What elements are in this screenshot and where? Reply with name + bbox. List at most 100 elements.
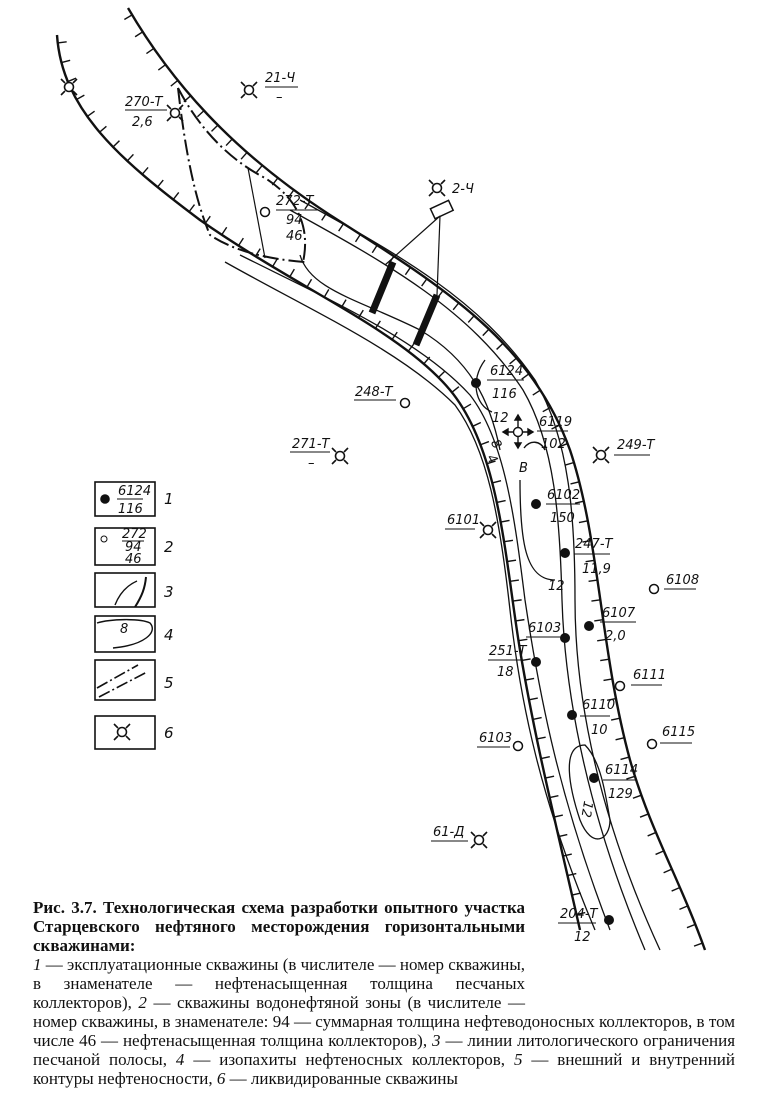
hatch-tick	[134, 31, 144, 38]
hatch-tick	[597, 638, 607, 642]
well-label: 6101	[447, 513, 480, 528]
hatch-tick	[503, 539, 514, 543]
well-value: 150	[550, 511, 575, 526]
liquidated-well-icon	[428, 179, 446, 197]
well-value: 12	[574, 930, 591, 945]
caption-title: Рис. 3.7. Технологическая схема разработ…	[33, 898, 525, 955]
well-label: 6107	[602, 606, 636, 621]
well-value: –	[308, 456, 315, 471]
legend-well-number: 272	[122, 527, 147, 542]
hatch-tick	[591, 599, 601, 602]
hatch-tick	[462, 403, 472, 410]
caption-item-text: — скважины водонефтяной зоны (в числител…	[33, 993, 735, 1050]
hatch-tick	[452, 302, 460, 311]
hatch-tick	[289, 268, 295, 278]
hatch-tick	[254, 248, 261, 257]
hatch-tick	[536, 736, 546, 740]
well-value: 11,9	[582, 562, 611, 577]
legend-number: 1	[164, 490, 174, 508]
hatch-tick	[338, 223, 345, 232]
hatch-tick	[323, 289, 330, 298]
well-label: 248-Т	[355, 385, 394, 400]
production-well-icon	[531, 657, 541, 667]
legend-total-thickness: 94	[125, 540, 142, 555]
hatch-tick	[647, 831, 657, 837]
isopach-label: 12	[548, 579, 565, 594]
hatch-tick	[553, 814, 563, 818]
hatch-tick	[472, 421, 482, 427]
hatch-tick	[157, 179, 164, 188]
caption-item-text: — внешний и внутренний контуры нефтеносн…	[33, 1050, 735, 1088]
caption-item-number: 6	[216, 1069, 226, 1088]
production-well-icon	[560, 633, 570, 643]
caption-item-number: 4	[175, 1050, 185, 1069]
liquidated-well-icon	[479, 521, 497, 539]
hatch-tick	[509, 579, 519, 582]
hatch-tick	[221, 226, 228, 236]
caption-item-number: 5	[513, 1050, 523, 1069]
hatch-tick	[211, 124, 219, 132]
well-label: 21-Ч	[265, 71, 295, 86]
hatch-tick	[528, 697, 538, 701]
hatch-tick	[567, 872, 577, 877]
well-label: 6115	[662, 725, 695, 740]
caption-item-text: — ликвидированные скважины	[225, 1069, 458, 1088]
hatch-tick	[486, 460, 496, 465]
well-value: 46	[286, 229, 303, 244]
hatch-tick	[565, 461, 575, 466]
hatch-tick	[571, 892, 581, 896]
production-well-icon	[560, 548, 570, 558]
hatch-tick	[507, 559, 517, 563]
water-oil-well-icon	[614, 680, 626, 692]
well-label: 6108	[666, 573, 699, 588]
hatch-tick	[404, 266, 412, 276]
hatch-tick	[663, 868, 673, 874]
hatch-tick	[141, 166, 149, 175]
inner-oil-contour	[177, 87, 307, 263]
hatch-tick	[620, 756, 630, 761]
hatch-tick	[287, 189, 295, 198]
lithological-boundary-right	[126, 7, 707, 951]
legend-number: 2	[164, 538, 174, 556]
caption-item-number: 2	[138, 993, 147, 1012]
hatch-tick	[693, 942, 703, 947]
legend-number: 4	[164, 626, 174, 644]
water-oil-well-icon	[259, 206, 271, 218]
caption-wrap-spacer	[525, 898, 735, 1012]
well-label: 270-Т	[125, 95, 164, 110]
caption-item-number: 3	[432, 1031, 441, 1050]
hatch-tick	[686, 923, 696, 929]
hatch-tick	[225, 138, 233, 147]
caption-item-text: — линии литологического ограничения песч…	[33, 1031, 736, 1069]
hatch-tick	[545, 775, 555, 779]
hatch-tick	[170, 79, 179, 87]
hatch-tick	[610, 717, 621, 721]
hatch-tick	[671, 886, 681, 892]
isopach-12-loop	[568, 744, 611, 840]
hatch-tick	[588, 579, 598, 583]
hatch-tick	[582, 539, 592, 543]
hatch-tick	[237, 237, 244, 247]
hatch-tick	[86, 110, 95, 117]
figure-caption: Рис. 3.7. Технологическая схема разработ…	[33, 898, 735, 1088]
liquidated-well-icon	[592, 446, 610, 464]
hatch-tick	[480, 440, 490, 446]
caption-item-text: — эксплуатационные скважины (в числителе…	[33, 955, 526, 1012]
well-label: 251-Т	[489, 644, 528, 659]
hatch-tick	[306, 278, 313, 288]
hatch-tick	[518, 638, 528, 642]
hatch-tick	[172, 192, 180, 200]
well-value: 129	[608, 787, 633, 802]
hatch-tick	[240, 151, 248, 160]
isopach-6124	[475, 359, 493, 413]
legend-well-number: 6124	[118, 484, 151, 499]
isopach-12-closed	[519, 479, 556, 581]
caption-item-number: 1	[33, 955, 42, 974]
hatch-tick	[532, 716, 542, 721]
hatch-tick	[562, 853, 572, 857]
hatch-tick	[492, 480, 502, 484]
hatch-tick	[451, 386, 460, 393]
isopach-label: 8	[487, 437, 504, 452]
hatch-tick	[112, 140, 120, 148]
hatch-tick	[304, 201, 311, 210]
